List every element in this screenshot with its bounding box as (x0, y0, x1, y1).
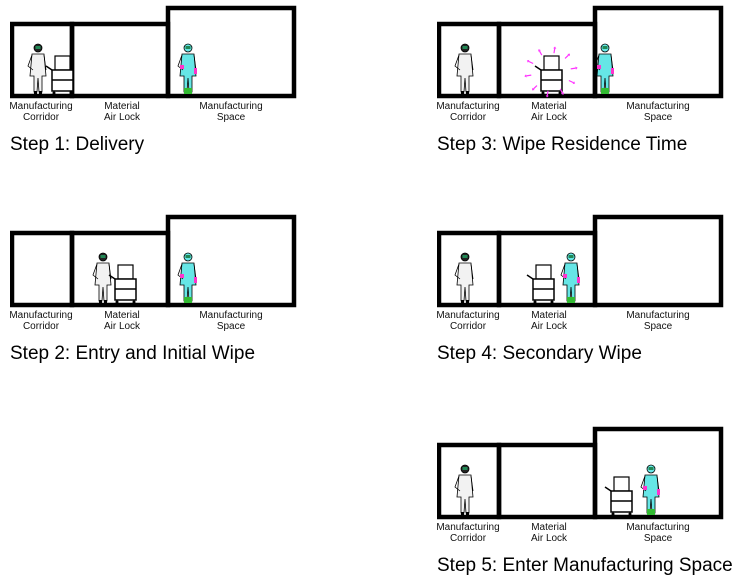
room-label-airlock: Material Air Lock (530, 522, 568, 544)
room-label-corridor: Manufacturing Corridor (436, 522, 500, 544)
gowned-person-icon (454, 464, 474, 515)
step-panel-5: Manufacturing Corridor Material Air Lock M… (436, 421, 737, 586)
gowned-person-icon (454, 252, 474, 303)
step-panel-4: Manufacturing Corridor Material Air Lock M… (436, 209, 737, 374)
supply-cart-icon (526, 264, 555, 304)
cleanroom-suit-person-icon (560, 252, 580, 303)
supply-cart-icon (604, 476, 633, 516)
room-label-airlock: Material Air Lock (103, 101, 141, 123)
gowned-person-icon (454, 43, 474, 94)
supply-cart-icon (45, 55, 74, 95)
room-label-corridor: Manufacturing Corridor (9, 101, 73, 123)
room-label-airlock: Material Air Lock (103, 310, 141, 332)
floor-plan (437, 214, 724, 308)
room-label-space: Manufacturing Space (626, 522, 690, 544)
manufacturing-corridor-room (10, 230, 75, 308)
cleanroom-suit-person-icon (594, 43, 614, 94)
floor-plan (10, 5, 297, 99)
step-panel-2: Manufacturing Corridor Material Air Lock M… (9, 209, 310, 374)
cleanroom-suit-person-icon (640, 464, 660, 515)
room-label-space: Manufacturing Space (626, 310, 690, 332)
supply-cart-icon (108, 264, 137, 304)
room-label-corridor: Manufacturing Corridor (436, 101, 500, 123)
room-label-space: Manufacturing Space (199, 310, 263, 332)
material-airlock-room (496, 442, 598, 520)
step-panel-3: Manufacturing Corridor Material Air Lock M… (436, 0, 737, 165)
manufacturing-space-room (592, 214, 724, 308)
step-title: Step 3: Wipe Residence Time (437, 134, 688, 155)
floor-plan (437, 5, 724, 99)
gowned-person-icon (27, 43, 47, 94)
cleanroom-suit-person-icon (177, 43, 197, 94)
material-airlock-room (69, 21, 171, 99)
room-label-space: Manufacturing Space (199, 101, 263, 123)
room-label-airlock: Material Air Lock (530, 310, 568, 332)
step-title: Step 2: Entry and Initial Wipe (10, 343, 256, 364)
wipe-residence-arrows-icon (524, 46, 578, 98)
step-title: Step 4: Secondary Wipe (437, 343, 642, 364)
gowned-person-icon (92, 252, 112, 303)
manufacturing-space-room (165, 214, 297, 308)
room-label-corridor: Manufacturing Corridor (9, 310, 73, 332)
cleanroom-suit-person-icon (177, 252, 197, 303)
floor-plan (10, 214, 297, 308)
room-label-airlock: Material Air Lock (530, 101, 568, 123)
room-label-space: Manufacturing Space (626, 101, 690, 123)
supply-cart-icon (534, 55, 563, 95)
step-title: Step 1: Delivery (10, 134, 145, 155)
step-panel-1: Manufacturing Corridor Material Air Lock M… (9, 0, 310, 165)
manufacturing-space-room (592, 426, 724, 520)
step-title: Step 5: Enter Manufacturing Space (437, 555, 733, 576)
room-label-corridor: Manufacturing Corridor (436, 310, 500, 332)
manufacturing-space-room (592, 5, 724, 99)
floor-plan (437, 426, 724, 520)
manufacturing-space-room (165, 5, 297, 99)
